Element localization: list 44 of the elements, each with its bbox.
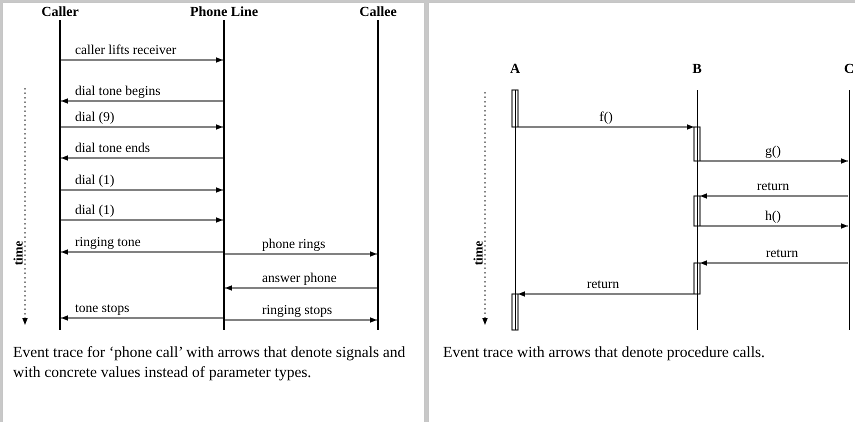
participant-name: B: [692, 62, 702, 78]
arrow: [60, 187, 224, 193]
edge-label: answer phone: [262, 270, 337, 285]
arrow: [518, 124, 694, 130]
arrow: [60, 57, 224, 63]
edge-label: phone rings: [262, 236, 326, 251]
arrow: [518, 291, 694, 297]
edge-label: dial tone begins: [75, 83, 160, 98]
arrow: [60, 124, 224, 130]
edge-label: ringing stops: [262, 302, 332, 317]
participant-name: C: [844, 62, 854, 78]
edge-label: return: [586, 276, 620, 291]
axis-label: time: [10, 240, 26, 266]
caption: Event trace with arrows that denote procedure calls.: [443, 343, 766, 363]
edge-label: dial tone ends: [75, 140, 150, 155]
arrow: [60, 98, 224, 104]
arrow: [700, 223, 848, 229]
participant-name: Phone Line: [190, 5, 258, 21]
edge-label: h(): [765, 208, 781, 223]
edge-label: dial (1): [75, 172, 114, 187]
edge-label: caller lifts receiver: [75, 42, 176, 57]
participant-name: Callee: [359, 5, 397, 21]
edge-label: dial (1): [75, 202, 114, 217]
arrow: [700, 193, 848, 199]
caption: Event trace for ‘phone call’ with arrows that denote signals and with concrete values instead of parameter types.: [13, 343, 406, 383]
edge-label: g(): [765, 143, 781, 158]
arrow: [700, 158, 848, 164]
edge-label: tone stops: [75, 300, 130, 315]
arrow: [224, 285, 378, 291]
axis-label: time: [470, 240, 486, 266]
arrow: [700, 260, 848, 266]
arrow: [60, 217, 224, 223]
participant-name: A: [510, 62, 520, 78]
edge-label: ringing tone: [75, 234, 141, 249]
arrow: [60, 315, 224, 321]
edge-label: return: [766, 245, 798, 260]
arrow: [60, 249, 224, 255]
edge-label: dial (9): [75, 109, 114, 124]
arrow: [60, 155, 224, 161]
participant-name: Caller: [41, 5, 79, 21]
edge-label: return: [756, 178, 790, 193]
edge-label: f(): [599, 109, 613, 124]
arrow: [224, 317, 378, 323]
arrow: [224, 251, 378, 257]
